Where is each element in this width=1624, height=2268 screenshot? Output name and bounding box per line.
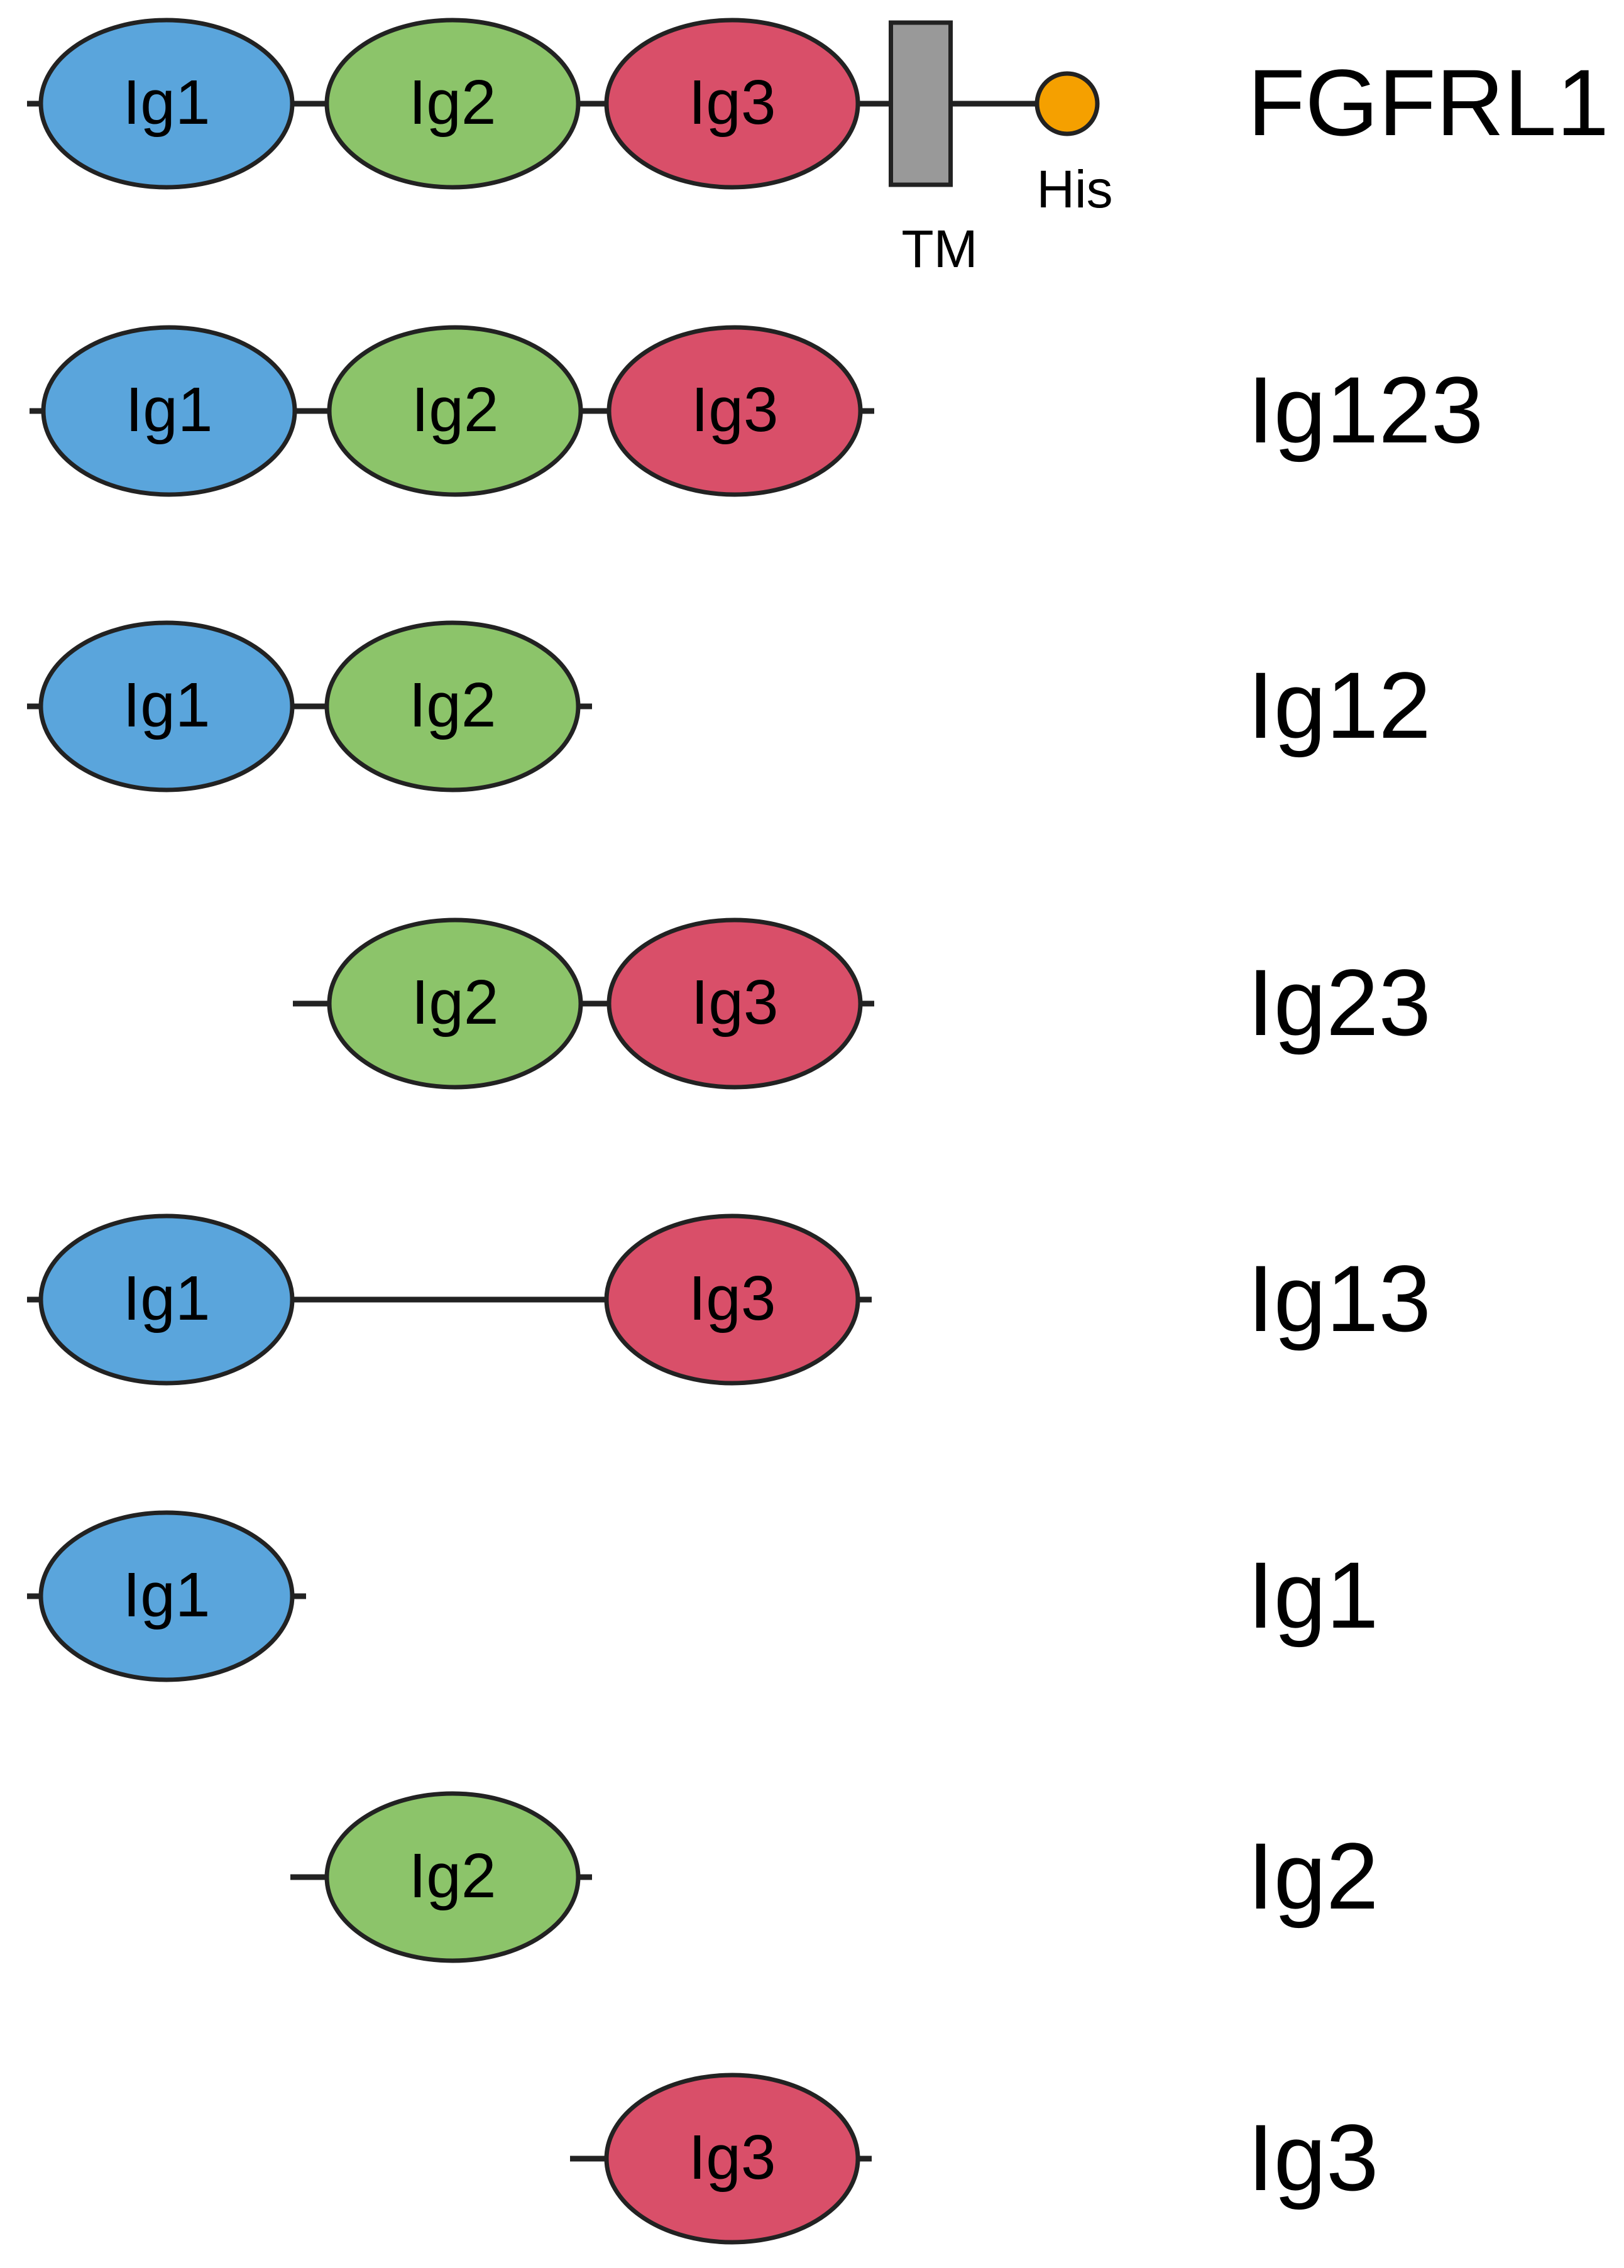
domain-ellipse — [606, 325, 863, 497]
domain-ig1: Ig1 — [38, 1510, 295, 1682]
domain-label: Ig3 — [688, 1263, 776, 1334]
construct-name: Ig23 — [1248, 950, 1431, 1055]
construct-name: Ig13 — [1248, 1246, 1431, 1351]
construct-name: Ig123 — [1248, 357, 1483, 463]
construct-row-fgfrl1: TM His Ig1 Ig2 Ig3 FGFRL1 — [27, 18, 1609, 278]
domain-ig2: Ig2 — [324, 1791, 581, 1963]
domain-label: Ig1 — [123, 670, 210, 740]
domain-label: Ig2 — [411, 967, 498, 1038]
domain-ellipse — [324, 620, 581, 792]
domain-ellipse — [604, 18, 860, 190]
domain-ellipse — [38, 1510, 295, 1682]
domain-ellipse — [38, 18, 295, 190]
domain-label: Ig2 — [411, 375, 498, 445]
construct-row-ig3: Ig3 Ig3 — [570, 2073, 1379, 2245]
domain-ig1: Ig1 — [38, 1213, 295, 1386]
his-label: His — [1036, 160, 1112, 219]
domain-ellipse — [324, 1791, 581, 1963]
domain-ellipse — [324, 18, 581, 190]
domain-label: Ig2 — [409, 1841, 496, 1911]
construct-name: Ig2 — [1248, 1823, 1379, 1929]
transmembrane-segment — [889, 20, 953, 187]
construct-row-ig123: Ig1 Ig2 Ig3 Ig123 — [30, 325, 1483, 497]
construct-name: Ig3 — [1248, 2105, 1379, 2210]
his-tag-marker — [1034, 71, 1100, 136]
construct-row-ig23: Ig2 Ig3 Ig23 — [293, 918, 1431, 1090]
domain-label: Ig2 — [409, 67, 496, 138]
construct-name: Ig1 — [1248, 1542, 1379, 1648]
domain-label: Ig2 — [409, 670, 496, 740]
domain-ig3: Ig3 — [604, 1213, 860, 1386]
domain-ellipse — [604, 1213, 860, 1386]
domain-ig2: Ig2 — [327, 918, 583, 1090]
domain-ig2: Ig2 — [327, 325, 583, 497]
domain-ellipse — [606, 918, 863, 1090]
domain-label: Ig3 — [691, 375, 778, 445]
domain-ig1: Ig1 — [41, 325, 297, 497]
domain-ellipse — [604, 2073, 860, 2245]
domain-ig3: Ig3 — [604, 2073, 860, 2245]
domain-ig2: Ig2 — [324, 620, 581, 792]
domain-ig1: Ig1 — [38, 18, 295, 190]
domain-ig3: Ig3 — [604, 18, 860, 190]
domain-ellipse — [38, 620, 295, 792]
domain-ellipse — [327, 325, 583, 497]
domain-ig3: Ig3 — [606, 325, 863, 497]
domain-label: Ig1 — [125, 375, 212, 445]
domain-ig3: Ig3 — [606, 918, 863, 1090]
domain-ig2: Ig2 — [324, 18, 581, 190]
domain-ig1: Ig1 — [38, 620, 295, 792]
construct-row-ig2: Ig2 Ig2 — [290, 1791, 1379, 1963]
domain-ellipse — [38, 1213, 295, 1386]
domain-label: Ig1 — [123, 1560, 210, 1630]
domain-ellipse — [327, 918, 583, 1090]
construct-name: FGFRL1 — [1248, 50, 1609, 155]
domain-ellipse — [41, 325, 297, 497]
construct-row-ig1: Ig1 Ig1 — [27, 1510, 1379, 1682]
domain-label: Ig3 — [688, 67, 776, 138]
domain-label: Ig3 — [691, 967, 778, 1038]
tm-label: TM — [901, 219, 977, 278]
construct-row-ig13: Ig1 Ig3 Ig13 — [27, 1213, 1431, 1386]
domain-label: Ig1 — [123, 67, 210, 138]
construct-name: Ig12 — [1248, 652, 1431, 758]
domain-label: Ig1 — [123, 1263, 210, 1334]
domain-label: Ig3 — [688, 2122, 776, 2193]
construct-row-ig12: Ig1 Ig2 Ig12 — [27, 620, 1431, 792]
